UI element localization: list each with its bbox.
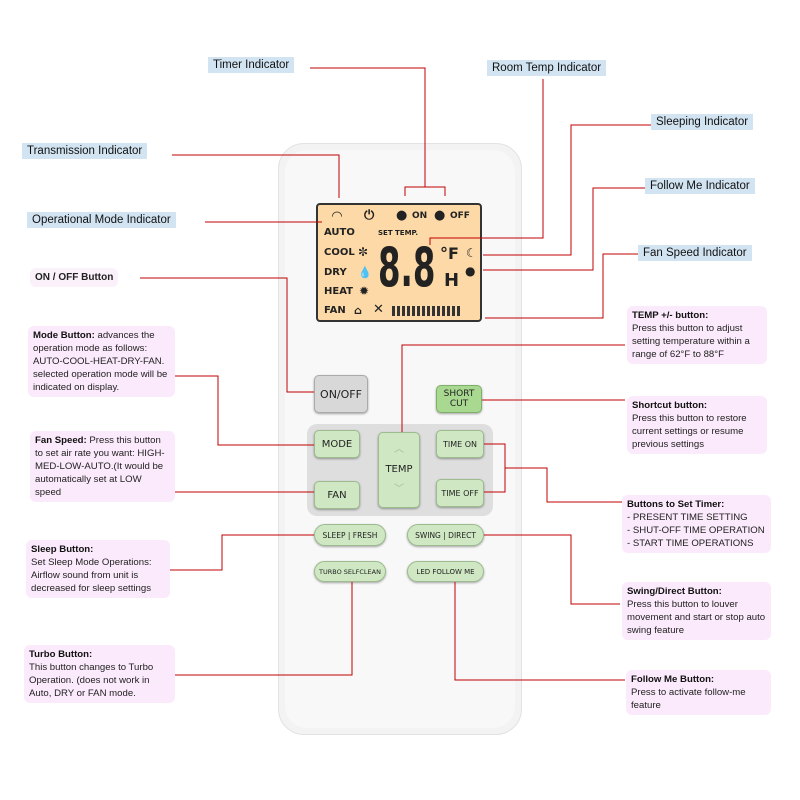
swing-line — [484, 534, 620, 605]
temp-note: TEMP +/- button:Press this button to adj… — [627, 306, 767, 364]
transmission-line — [172, 154, 340, 198]
mode-line — [175, 375, 314, 446]
house-icon: ⌂ — [354, 304, 362, 317]
sleeping-line — [483, 124, 651, 256]
sleep-moon-icon: ☾ — [466, 246, 477, 260]
sleeping-indicator-label: Sleeping Indicator — [651, 114, 754, 130]
shortcut-note: Shortcut button:Press this button to res… — [627, 396, 767, 454]
temp-button[interactable]: ︿ TEMP ﹀ — [378, 432, 420, 508]
clock-on-icon: ● — [396, 208, 408, 223]
followme-note: Follow Me Button:Press to activate follo… — [626, 670, 771, 715]
sleep-line — [170, 534, 314, 571]
onoff-button[interactable]: ON/OFF — [314, 375, 368, 413]
fan-icon: ✕ — [373, 302, 384, 317]
lcd-display: ◠ ⏻ ● ON ● OFF AUTO SET TEMP. COOL ✼ DRY… — [316, 203, 482, 322]
swing-direct-button[interactable]: SWING | DIRECT — [407, 524, 484, 546]
transmission-icon: ◠ — [332, 209, 342, 224]
timer-on-text: ON — [412, 211, 428, 221]
sun-icon: ✹ — [359, 284, 370, 298]
followme-line — [454, 582, 625, 681]
mode-fan: FAN — [324, 305, 346, 316]
fahrenheit-unit: °F — [440, 244, 459, 263]
fan-speed-bar — [392, 306, 460, 316]
hour-unit: H — [444, 270, 460, 291]
fan-button[interactable]: FAN — [314, 481, 360, 509]
droplet-icon: 💧 — [358, 266, 372, 279]
turbo-note: Turbo Button:This button changes to Turb… — [24, 645, 175, 703]
fan-speed-indicator-label: Fan Speed Indicator — [638, 245, 752, 261]
timer-fork-line — [404, 186, 446, 196]
fan-speed-line — [485, 253, 638, 319]
mode-cool: COOL — [324, 247, 355, 258]
follow-me-line — [483, 187, 645, 271]
timer-indicator-label: Timer Indicator — [208, 57, 295, 73]
room-temp-indicator-label: Room Temp Indicator — [487, 60, 607, 76]
follow-me-indicator-label: Follow Me Indicator — [645, 178, 755, 194]
temp-down-icon[interactable]: ﹀ — [394, 484, 404, 495]
clock-off-icon: ● — [434, 208, 446, 223]
timer-buttons-line-2 — [505, 467, 625, 503]
timer-buttons-line — [484, 443, 506, 493]
turbo-line — [175, 582, 353, 676]
snowflake-icon: ✼ — [358, 245, 369, 259]
sleep-fresh-button[interactable]: SLEEP | FRESH — [314, 524, 386, 546]
sleep-note: Sleep Button:Set Sleep Mode Operations: … — [26, 540, 170, 598]
mode-button[interactable]: MODE — [314, 430, 360, 458]
mode-heat: HEAT — [324, 286, 353, 297]
fan-note: Fan Speed: Press this button to set air … — [30, 431, 175, 502]
time-on-button[interactable]: TIME ON — [436, 430, 484, 458]
turbo-selfclean-button[interactable]: TURBO SELFCLEAN — [314, 561, 386, 582]
temp-up-icon[interactable]: ︿ — [394, 444, 404, 455]
time-off-button[interactable]: TIME OFF — [436, 479, 484, 507]
mode-dry: DRY — [324, 267, 347, 278]
timer-line — [310, 67, 426, 187]
set-temp-label: SET TEMP. — [378, 229, 419, 237]
power-icon: ⏻ — [364, 208, 375, 223]
onoff-button-label: ON / OFF Button — [30, 268, 119, 287]
mode-note: Mode Button: advances the operation mode… — [28, 326, 175, 397]
follow-me-person-icon: ● — [465, 264, 476, 278]
swing-note: Swing/Direct Button:Press this button to… — [622, 582, 771, 640]
onoff-line — [140, 277, 314, 393]
led-followme-button[interactable]: LED FOLLOW ME — [407, 561, 484, 582]
mode-auto: AUTO — [324, 227, 355, 238]
op-mode-indicator-label: Operational Mode Indicator — [27, 212, 176, 228]
transmission-indicator-label: Transmission Indicator — [22, 143, 148, 159]
temperature-digits: 8.8 — [378, 236, 436, 299]
timer-note: Buttons to Set Timer:- PRESENT TIME SETT… — [622, 495, 771, 553]
temp-line — [401, 344, 625, 432]
room-temp-line — [429, 79, 544, 245]
timer-off-text: OFF — [450, 211, 470, 221]
